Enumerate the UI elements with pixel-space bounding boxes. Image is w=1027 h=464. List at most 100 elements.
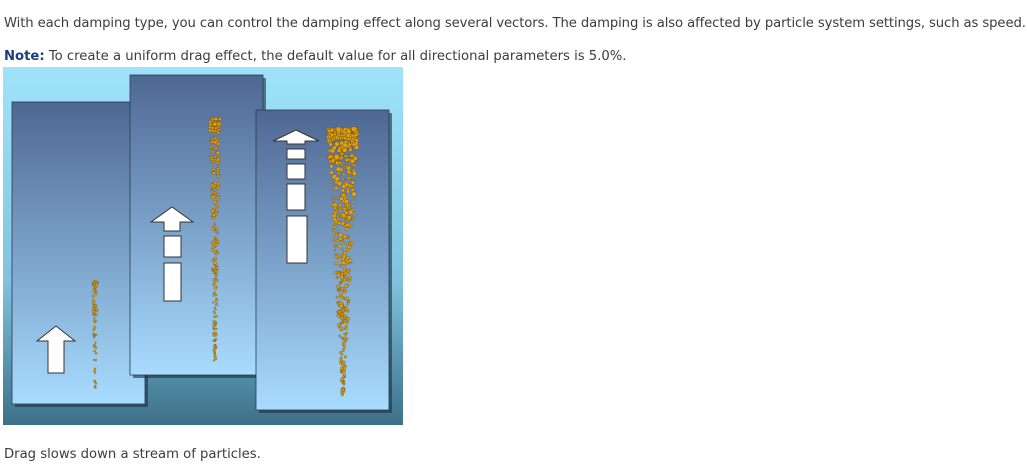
particle bbox=[343, 205, 346, 208]
particle bbox=[348, 171, 352, 175]
particle bbox=[215, 274, 218, 277]
particle bbox=[212, 310, 216, 313]
particle bbox=[216, 142, 221, 146]
particle bbox=[340, 158, 343, 161]
particle bbox=[339, 361, 343, 365]
particle bbox=[339, 292, 343, 297]
particle bbox=[92, 301, 96, 305]
particle bbox=[214, 299, 218, 303]
particle bbox=[338, 232, 344, 238]
particle bbox=[339, 351, 343, 354]
particle bbox=[347, 162, 351, 165]
particle bbox=[214, 252, 219, 256]
particle bbox=[341, 290, 344, 293]
particle bbox=[348, 141, 351, 144]
particle bbox=[339, 196, 344, 201]
particle bbox=[341, 286, 345, 290]
particle bbox=[348, 147, 353, 152]
particle bbox=[210, 140, 214, 144]
particle bbox=[328, 154, 333, 159]
particle bbox=[332, 228, 336, 232]
particle bbox=[334, 248, 337, 251]
particle bbox=[212, 189, 215, 192]
particle bbox=[328, 148, 332, 153]
particle bbox=[213, 286, 218, 290]
particle bbox=[213, 315, 216, 319]
particle bbox=[344, 158, 349, 162]
particle bbox=[335, 160, 340, 166]
particle bbox=[340, 379, 343, 382]
particle bbox=[93, 281, 96, 285]
particle bbox=[91, 299, 96, 303]
particle bbox=[211, 167, 215, 172]
particle bbox=[215, 186, 220, 190]
particle bbox=[211, 242, 216, 246]
particle bbox=[348, 268, 351, 272]
particle bbox=[210, 123, 213, 126]
particle bbox=[95, 283, 99, 287]
particle bbox=[332, 145, 337, 151]
particle bbox=[92, 328, 95, 332]
particle bbox=[338, 326, 341, 329]
particle bbox=[344, 316, 348, 320]
particle bbox=[344, 338, 348, 342]
particle bbox=[346, 128, 352, 134]
particle bbox=[210, 209, 215, 213]
particle bbox=[216, 165, 219, 168]
particle bbox=[348, 279, 351, 282]
particle bbox=[214, 346, 218, 350]
particle bbox=[94, 386, 97, 389]
particle bbox=[346, 319, 349, 322]
particle bbox=[94, 341, 97, 344]
particle bbox=[342, 366, 347, 370]
particle bbox=[339, 324, 343, 328]
particle bbox=[94, 333, 98, 336]
particle bbox=[348, 261, 352, 265]
particle bbox=[216, 232, 219, 235]
particle bbox=[334, 186, 339, 191]
particle bbox=[334, 154, 340, 160]
particle bbox=[215, 237, 218, 240]
particle bbox=[347, 203, 351, 207]
particle bbox=[216, 204, 220, 208]
particle bbox=[343, 373, 347, 377]
particle bbox=[92, 309, 96, 313]
particle bbox=[212, 122, 217, 127]
particle bbox=[212, 212, 216, 217]
particle bbox=[344, 331, 348, 335]
particle bbox=[342, 147, 348, 153]
particle bbox=[339, 295, 342, 299]
particle bbox=[343, 127, 347, 131]
particle bbox=[335, 252, 338, 256]
particle bbox=[333, 245, 337, 248]
particle bbox=[351, 126, 357, 132]
particle bbox=[212, 278, 216, 282]
particle bbox=[213, 270, 216, 274]
particle bbox=[93, 367, 96, 370]
particle bbox=[213, 261, 217, 265]
particle bbox=[210, 195, 215, 200]
particle bbox=[342, 162, 345, 165]
particle bbox=[337, 289, 340, 292]
up-arrow-icon bbox=[149, 206, 195, 302]
particle bbox=[93, 349, 96, 353]
particle bbox=[335, 238, 340, 243]
particle bbox=[214, 146, 218, 151]
particle bbox=[212, 325, 216, 329]
particle bbox=[217, 139, 221, 143]
particle bbox=[339, 328, 343, 332]
particle bbox=[328, 138, 332, 141]
particle bbox=[339, 282, 342, 285]
particle bbox=[349, 137, 353, 141]
particle bbox=[346, 303, 349, 306]
particle bbox=[210, 120, 214, 123]
intro-paragraph: With each damping type, you can control … bbox=[4, 16, 1026, 32]
particle bbox=[212, 118, 215, 121]
particle bbox=[342, 341, 346, 345]
particle bbox=[212, 339, 215, 342]
particle bbox=[333, 138, 336, 142]
particle bbox=[213, 352, 216, 355]
particle bbox=[213, 129, 217, 133]
particle bbox=[212, 283, 215, 286]
particle bbox=[214, 126, 218, 130]
